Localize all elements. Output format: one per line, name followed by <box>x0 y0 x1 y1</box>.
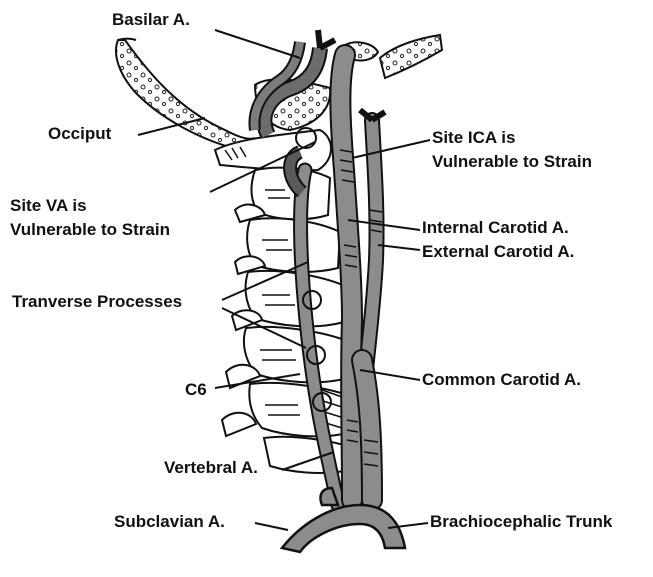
label-subclavian-artery: Subclavian A. <box>114 512 225 532</box>
label-site-va-line2: Vulnerable to Strain <box>10 220 170 240</box>
label-transverse-processes: Tranverse Processes <box>12 292 182 312</box>
external-carotid-artery <box>360 110 385 370</box>
label-site-va-line1: Site VA is <box>10 196 87 216</box>
cervical-spine <box>222 168 356 473</box>
internal-carotid-artery <box>340 55 358 500</box>
label-c6: C6 <box>185 380 207 400</box>
label-brachiocephalic-trunk: Brachiocephalic Trunk <box>430 512 612 532</box>
label-common-carotid: Common Carotid A. <box>422 370 581 390</box>
label-vertebral-artery: Vertebral A. <box>164 458 258 478</box>
label-site-ica-line2: Vulnerable to Strain <box>432 152 592 172</box>
label-basilar-artery: Basilar A. <box>112 10 190 30</box>
label-external-carotid: External Carotid A. <box>422 242 574 262</box>
label-occiput: Occiput <box>48 124 111 144</box>
occiput-bone <box>116 39 255 151</box>
common-carotid-artery <box>362 360 378 500</box>
skull-fragment-right <box>345 35 442 78</box>
label-internal-carotid: Internal Carotid A. <box>422 218 569 238</box>
label-site-ica-line1: Site ICA is <box>432 128 515 148</box>
